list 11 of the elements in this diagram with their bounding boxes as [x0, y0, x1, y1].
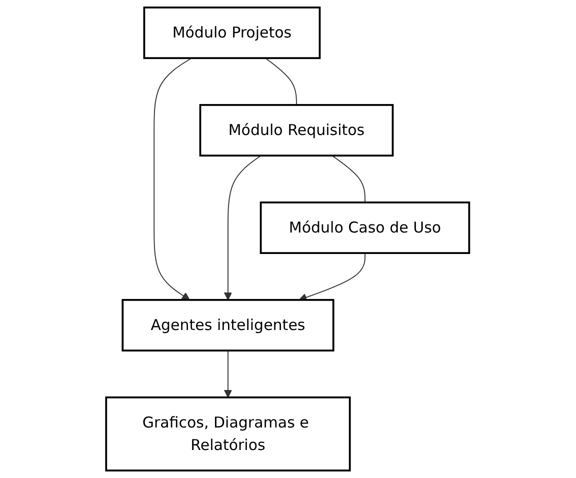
node-box: Módulo Projetos: [144, 6, 321, 60]
arrow: [224, 155, 262, 300]
connector: [332, 155, 366, 203]
node-box: Agentes inteligentes: [122, 298, 335, 352]
node-box: Graficos, Diagramas e Relatórios: [106, 396, 352, 472]
connector: [265, 58, 298, 106]
node-box: Módulo Caso de Uso: [260, 202, 470, 254]
arrow: [154, 58, 192, 300]
node-box: Módulo Requisitos: [200, 104, 394, 157]
arrow: [224, 350, 232, 398]
arrow: [299, 252, 366, 302]
